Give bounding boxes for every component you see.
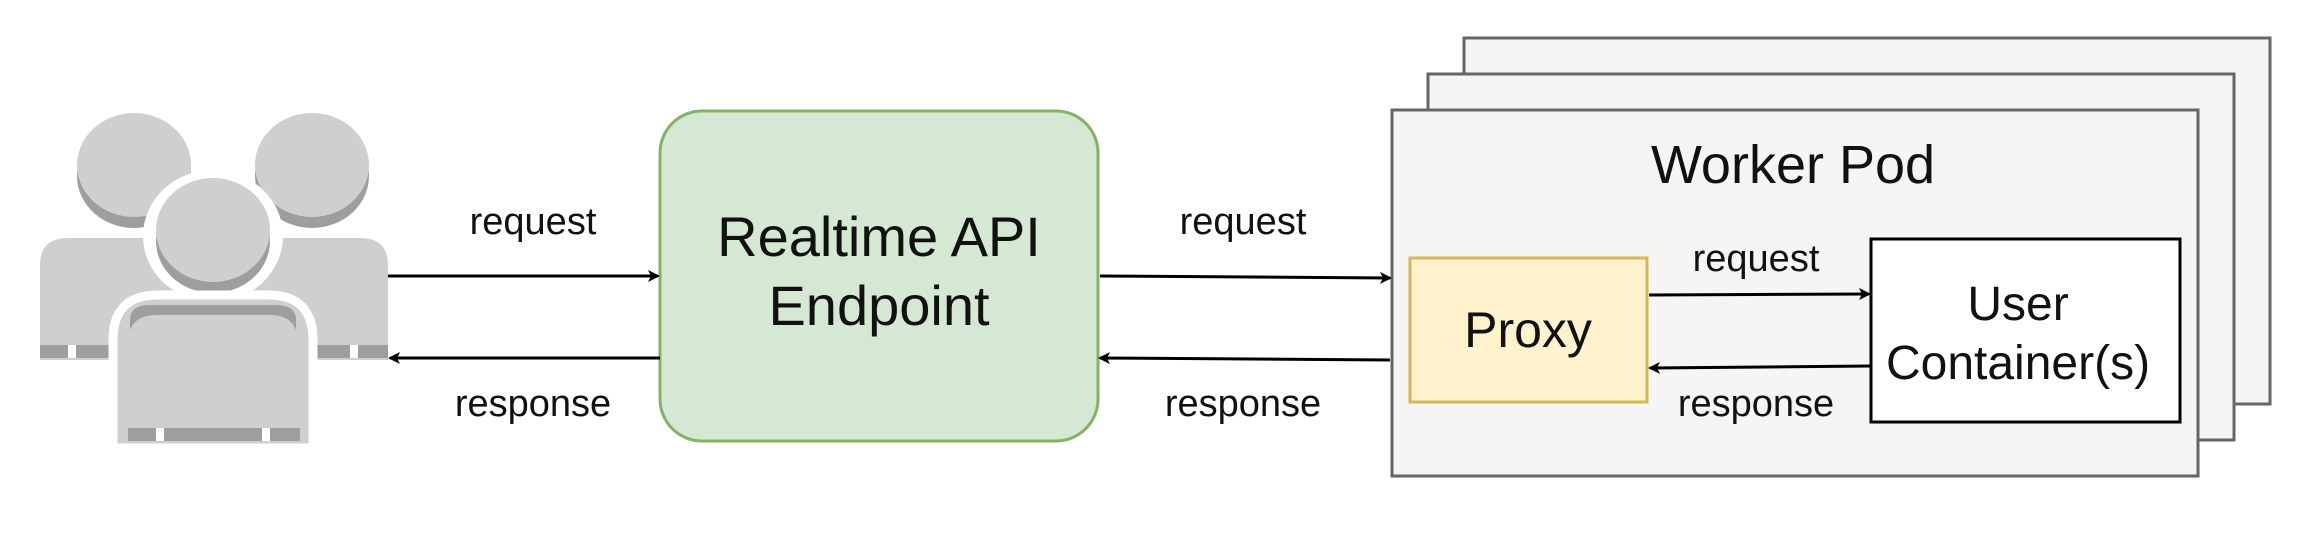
proxy-node: Proxy xyxy=(1408,256,1649,404)
user-container-node: User Container(s) xyxy=(1869,237,2182,424)
edges xyxy=(388,270,1872,374)
user-container-label-line1: User xyxy=(1967,278,2068,331)
endpoint-label-line2: Endpoint xyxy=(768,274,990,337)
edge-endpoint-to-pod xyxy=(1099,271,1392,284)
edge-label-users-to-endpoint: request xyxy=(470,201,597,243)
users-group-icon xyxy=(40,113,388,453)
user-front-icon xyxy=(108,170,318,453)
endpoint-label-line1: Realtime API xyxy=(717,205,1041,268)
edge-label-endpoint-to-users: response xyxy=(455,383,611,425)
worker-pod-title: Worker Pod xyxy=(1651,135,1935,195)
edge-label-pod-to-endpoint: response xyxy=(1165,383,1321,425)
edge-pod-to-endpoint xyxy=(1098,352,1391,365)
endpoint-box xyxy=(658,109,1100,443)
user-container-label-line2: Container(s) xyxy=(1886,337,2150,390)
proxy-box xyxy=(1408,256,1649,404)
edge-container-to-proxy xyxy=(1648,361,1872,374)
edge-label-proxy-to-container: request xyxy=(1693,238,1820,280)
edge-label-endpoint-to-pod: request xyxy=(1180,201,1307,243)
proxy-label: Proxy xyxy=(1464,302,1592,358)
user-container-box xyxy=(1869,237,2182,424)
realtime-api-endpoint-node: Realtime API Endpoint xyxy=(658,109,1100,443)
edge-label-container-to-proxy: response xyxy=(1678,383,1834,425)
edge-proxy-to-container xyxy=(1648,288,1871,301)
